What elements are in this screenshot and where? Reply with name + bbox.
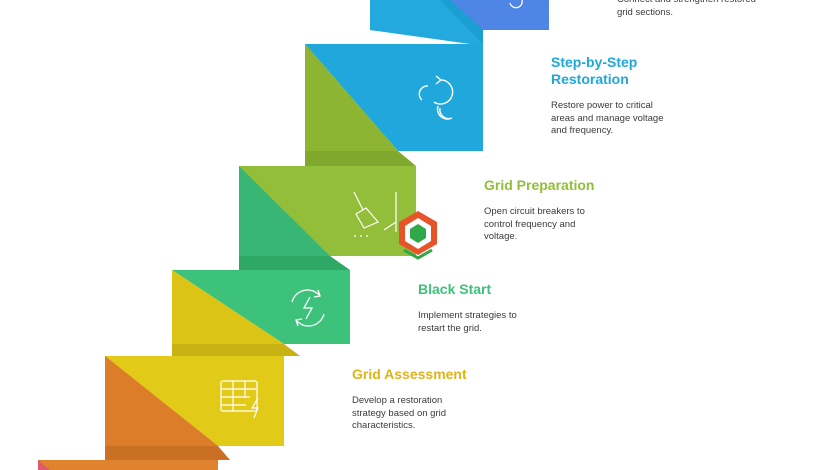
broom-icon: [353, 191, 397, 237]
step-4-description: Develop a restoration strategy based on …: [352, 395, 447, 431]
step-1-title: Step-by-Step Restoration: [551, 54, 638, 87]
step-1-description: Restore power to critical areas and mana…: [551, 100, 664, 136]
logo-hexagon-icon: [399, 211, 437, 260]
step-3-text: Black Start Implement strategies to rest…: [418, 281, 568, 335]
step-3-description: Implement strategies to restart the grid…: [418, 310, 517, 334]
step-5-riser: [38, 460, 218, 470]
step-4-title: Grid Assessment: [352, 366, 467, 382]
cycle-arrows-icon: [418, 75, 454, 120]
grid-analysis-icon: [220, 380, 259, 419]
step-4-riser: [105, 356, 284, 460]
step-2-description: Open circuit breakers to control frequen…: [484, 206, 585, 242]
step-0-description: Connect and strengthen restored grid sec…: [617, 0, 756, 18]
step-3-title: Black Start: [418, 281, 492, 297]
step-1-text: Step-by-Step Restoration Restore power t…: [551, 54, 701, 138]
link-icon: [509, 0, 523, 9]
step-2-text: Grid Preparation Open circuit breakers t…: [484, 177, 634, 244]
step-3-riser: [172, 270, 350, 356]
step-0-text: Connect and strengthen restored grid sec…: [617, 0, 757, 19]
step-2-riser: [239, 166, 416, 270]
step-4-text: Grid Assessment Develop a restoration st…: [352, 366, 502, 433]
step-1-riser: [305, 44, 483, 166]
step-0-riser: [370, 0, 549, 44]
power-restart-icon: [291, 289, 325, 327]
step-2-title: Grid Preparation: [484, 177, 595, 193]
